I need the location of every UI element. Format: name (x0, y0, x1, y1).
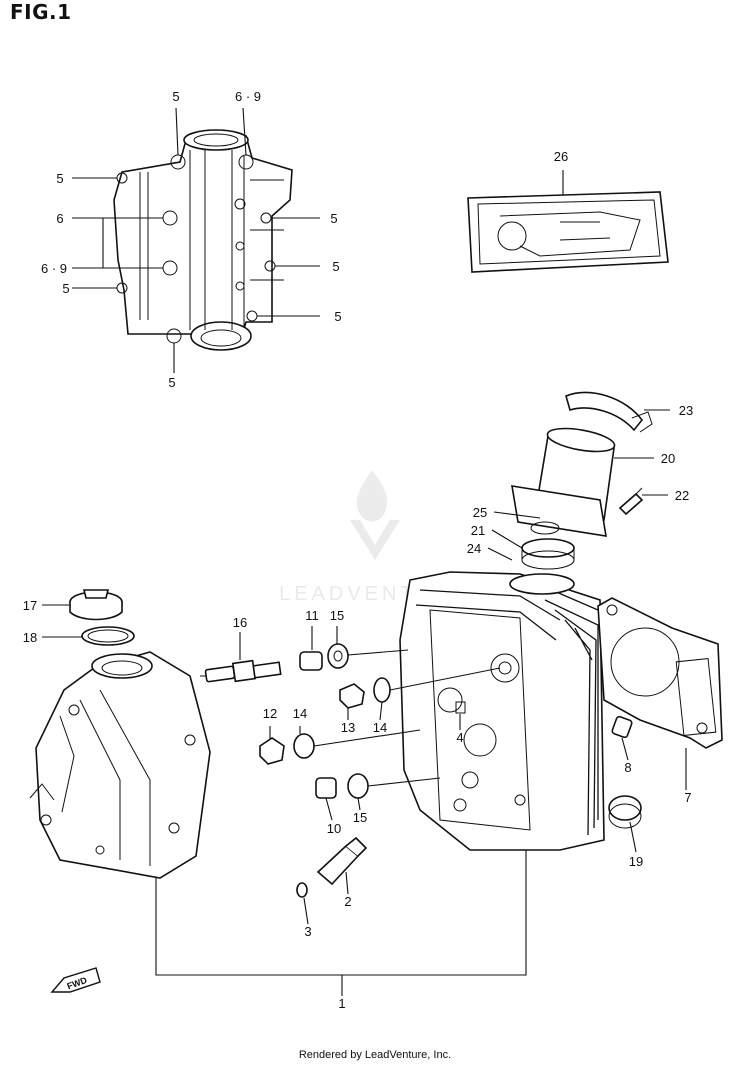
callout-5-left-b: 5 (62, 281, 69, 296)
clip-3 (296, 882, 308, 898)
bolt-22 (618, 487, 644, 516)
callout-20: 20 (661, 451, 675, 466)
callout-6-9-left: 6 · 9 (41, 261, 67, 276)
head-cover (29, 651, 211, 879)
dowel-pin-8 (611, 715, 633, 739)
callout-5-top: 5 (172, 89, 179, 104)
callout-labels: 5 6 · 9 5 6 6 · 9 5 5 5 5 5 26 23 20 22 … (23, 89, 693, 1011)
callout-5-right-b: 5 (332, 259, 339, 274)
callout-18: 18 (23, 630, 37, 645)
cylinder-head-top-view (113, 129, 293, 351)
callout-1: 1 (338, 996, 345, 1011)
callout-24: 24 (467, 541, 481, 556)
callout-6-9-top: 6 · 9 (235, 89, 261, 104)
callout-7: 7 (684, 790, 691, 805)
intake-pipe-20 (511, 427, 616, 537)
callout-14-b: 14 (293, 706, 307, 721)
callout-12: 12 (263, 706, 277, 721)
callout-8: 8 (624, 760, 631, 775)
callout-25: 25 (473, 505, 487, 520)
clamp-23 (565, 391, 653, 433)
nut-11 (299, 651, 323, 671)
callout-19: 19 (629, 854, 643, 869)
callout-6: 6 (56, 211, 63, 226)
nut-10 (315, 777, 337, 799)
o-ring-24 (509, 573, 575, 595)
stud-2 (316, 836, 368, 886)
washer-14a (373, 677, 391, 703)
callout-26: 26 (554, 149, 568, 164)
callout-16: 16 (233, 615, 247, 630)
insulator-25 (521, 538, 575, 570)
callout-3: 3 (304, 924, 311, 939)
footer-credit: Rendered by LeadVenture, Inc. (298, 1049, 452, 1061)
callout-22: 22 (675, 488, 689, 503)
callout-15-a: 15 (330, 608, 344, 623)
callout-15-b: 15 (353, 810, 367, 825)
callout-11: 11 (305, 608, 319, 623)
spark-plug-16 (200, 659, 282, 683)
callout-5-right-a: 5 (330, 211, 337, 226)
leader-lines (42, 107, 687, 996)
washer-15a (327, 643, 349, 669)
callout-5-bottom: 5 (168, 375, 175, 390)
callout-17: 17 (23, 598, 37, 613)
callout-5-left-a: 5 (56, 171, 63, 186)
washer-15b (347, 773, 369, 799)
nut-12 (259, 737, 285, 765)
washer-14b (293, 733, 315, 759)
cylinder-head-body (399, 571, 605, 851)
callout-21: 21 (471, 523, 485, 538)
callout-23: 23 (679, 403, 693, 418)
figure-title: FIG.1 (10, 0, 72, 24)
callout-2: 2 (344, 894, 351, 909)
cylinder-gasket-7 (597, 597, 723, 749)
callout-10: 10 (327, 821, 341, 836)
callout-5-right-c: 5 (334, 309, 341, 324)
callout-4: 4 (456, 730, 463, 745)
o-ring-18 (81, 626, 135, 646)
cap-17 (69, 589, 123, 621)
fwd-arrow-icon: FWD (50, 967, 101, 993)
gasket-26 (467, 191, 669, 273)
plug-19 (608, 795, 642, 829)
callout-13: 13 (341, 720, 355, 735)
callout-14-a: 14 (373, 720, 387, 735)
nut-13 (339, 683, 365, 709)
